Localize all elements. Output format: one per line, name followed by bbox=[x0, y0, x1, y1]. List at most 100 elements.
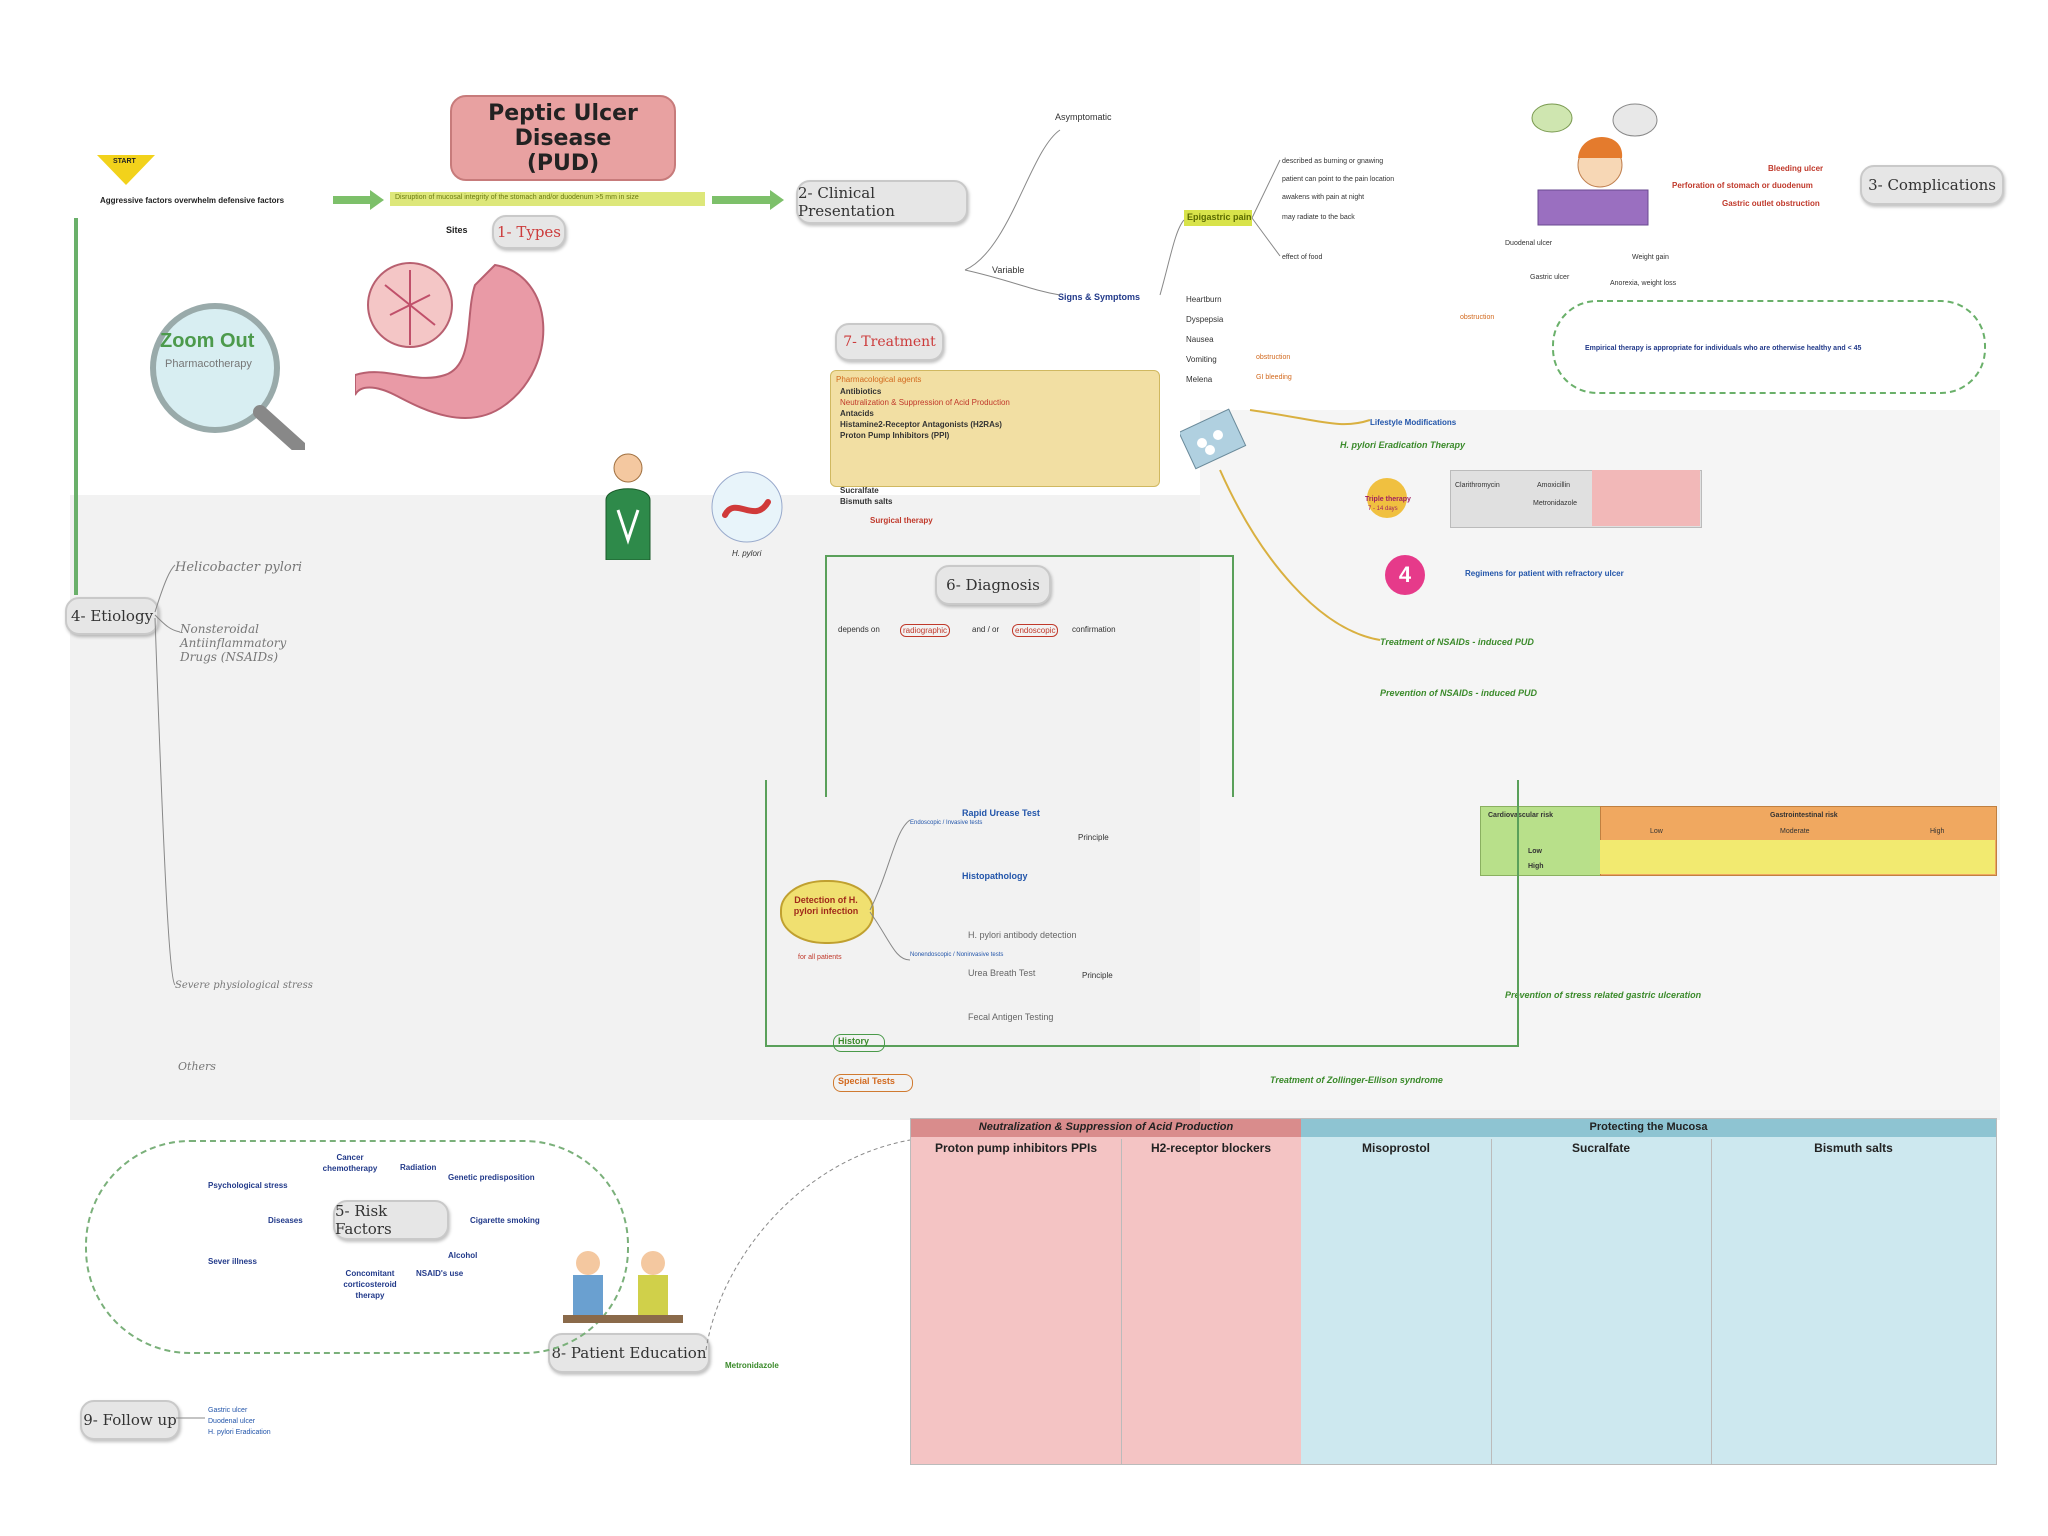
breath-test-label: Urea Breath Test bbox=[968, 968, 1036, 978]
node-types[interactable]: 1- Types bbox=[492, 215, 566, 249]
symptom-heartburn: Heartburn bbox=[1186, 295, 1222, 304]
note-gi-bleeding: GI bleeding bbox=[1256, 374, 1292, 381]
consultation-illustration bbox=[558, 1245, 688, 1330]
arrow-2 bbox=[712, 196, 772, 204]
cv-head-left: Cardiovascular risk bbox=[1488, 812, 1553, 819]
followup-gastric: Gastric ulcer bbox=[208, 1407, 248, 1414]
node-diagnosis[interactable]: 6- Diagnosis bbox=[935, 565, 1051, 605]
history-badge[interactable] bbox=[833, 1034, 885, 1052]
node-clinical-presentation[interactable]: 2- Clinical Presentation bbox=[796, 180, 968, 224]
treatment-item-antacids: Antacids bbox=[840, 409, 874, 418]
amoxicillin-label: Amoxicillin bbox=[1537, 482, 1571, 489]
cv-row-low: Low bbox=[1528, 848, 1542, 855]
triple-therapy-label: Triple therapy bbox=[1365, 496, 1411, 503]
stomach-illustration bbox=[354, 255, 565, 435]
complication-3: Gastric outlet obstruction bbox=[1722, 199, 1820, 208]
bacteria-icon bbox=[710, 470, 785, 545]
hpylori-caption: H. pylori bbox=[732, 549, 762, 558]
histopathology-label: Histopathology bbox=[962, 871, 1028, 881]
signs-symptoms-label: Signs & Symptoms bbox=[1058, 292, 1141, 302]
nonendoscopic-tests-label: Nonendoscopic / Noninvasive tests bbox=[910, 952, 1004, 958]
triple-therapy-badge bbox=[1367, 478, 1407, 518]
diagnosis-outline-top bbox=[825, 555, 1234, 797]
asymptomatic-label: Asymptomatic bbox=[1055, 112, 1112, 122]
node-etiology[interactable]: 4- Etiology bbox=[65, 597, 159, 635]
risk-cancer-chemo: Cancer chemotherapy bbox=[322, 1153, 378, 1173]
node-risk-factors[interactable]: 5- Risk Factors bbox=[333, 1200, 449, 1240]
zoom-out-label: Zoom Out bbox=[160, 330, 255, 352]
epigastric-pain-box bbox=[1184, 210, 1252, 226]
disruption-box bbox=[390, 192, 705, 206]
drug-col-h2: H2-receptor blockers bbox=[1150, 1141, 1272, 1155]
note-obstruction-2: obstruction bbox=[1256, 354, 1291, 361]
complication-2: Perforation of stomach or duodenum bbox=[1672, 181, 1813, 190]
principle-label-1: Principle bbox=[1078, 833, 1109, 842]
risk-radiation: Radiation bbox=[400, 1163, 437, 1172]
diagnosis-endoscopic: endoscopic bbox=[1012, 624, 1059, 637]
hpylori-therapy-label: H. pylori Eradication Therapy bbox=[1340, 440, 1466, 450]
cv-head-right: Gastrointestinal risk bbox=[1770, 812, 1838, 819]
refractory-icon: 4 bbox=[1385, 555, 1425, 595]
empirical-text: Empirical therapy is appropriate for ind… bbox=[1585, 345, 1862, 352]
principle-label-2: Principle bbox=[1082, 971, 1113, 980]
node-complications[interactable]: 3- Complications bbox=[1860, 165, 2004, 205]
clarithromycin-label: Clarithromycin bbox=[1455, 482, 1500, 489]
risk-diseases: Diseases bbox=[268, 1216, 303, 1225]
treatment-item-neutralization: Neutralization & Suppression of Acid Pro… bbox=[840, 398, 1010, 407]
detection-label: Detection of H. pylori infection bbox=[793, 895, 859, 916]
variable-label: Variable bbox=[992, 265, 1025, 275]
cv-col-low: Low bbox=[1650, 828, 1663, 835]
endoscopic-tests-label: Endoscopic / Invasive tests bbox=[910, 820, 983, 826]
epigastric-detail-1: described as burning or gnawing bbox=[1282, 158, 1384, 165]
treatment-item-h2ras: Histamine2-Receptor Antagonists (H2RAs) bbox=[840, 420, 1002, 429]
risk-alcohol: Alcohol bbox=[448, 1251, 478, 1260]
drug-col-sucralfate: Sucralfate bbox=[1571, 1141, 1631, 1155]
start-marker bbox=[97, 155, 155, 185]
triple-drugs-pink bbox=[1592, 470, 1700, 526]
risk-psych-stress: Psychological stress bbox=[208, 1181, 288, 1190]
zoom-pharmacotherapy-label: Pharmacotherapy bbox=[165, 358, 252, 370]
surgical-therapy-label: Surgical therapy bbox=[870, 516, 933, 525]
node-treatment[interactable]: 7- Treatment bbox=[835, 323, 944, 361]
risk-smoking: Cigarette smoking bbox=[470, 1216, 540, 1225]
drug-col-ppi: Proton pump inhibitors PPIs bbox=[935, 1141, 1097, 1155]
arrowhead-2 bbox=[770, 190, 784, 210]
stress-prevention-label: Prevention of stress related gastric ulc… bbox=[1505, 990, 1702, 1000]
detection-for-all: for all patients bbox=[798, 954, 842, 961]
weight-gain-label: Weight gain bbox=[1632, 254, 1669, 261]
history-label: History bbox=[838, 1036, 870, 1046]
doctor-icon bbox=[598, 450, 658, 561]
drug-table: Neutralization & Suppression of Acid Pro… bbox=[910, 1118, 1997, 1465]
symptom-melena: Melena bbox=[1186, 375, 1213, 384]
cv-risk-table: Cardiovascular risk Gastrointestinal ris… bbox=[1480, 806, 1997, 876]
epigastric-detail-3: awakens with pain at night bbox=[1282, 194, 1365, 201]
symptom-dyspepsia: Dyspepsia bbox=[1186, 315, 1224, 324]
complication-1: Bleeding ulcer bbox=[1768, 164, 1824, 173]
followup-hpylori: H. pylori Eradication bbox=[208, 1429, 271, 1436]
special-tests-badge[interactable] bbox=[833, 1074, 913, 1092]
detection-bubble bbox=[780, 880, 874, 944]
etiology-hpylori: Helicobacter pylori bbox=[175, 560, 303, 575]
magnifier-icon[interactable] bbox=[140, 300, 307, 455]
fecal-antigen-label: Fecal Antigen Testing bbox=[968, 1012, 1054, 1022]
etiology-others: Others bbox=[178, 1060, 216, 1073]
diagnosis-depends: depends on bbox=[838, 625, 880, 634]
diagnosis-outline-bottom bbox=[765, 780, 1519, 1047]
refractory-regimens-label: Regimens for patient with refractory ulc… bbox=[1465, 569, 1624, 578]
drug-group-protecting: Protecting the Mucosa bbox=[1589, 1121, 1708, 1133]
cv-col-moderate: Moderate bbox=[1780, 828, 1810, 835]
metronidazole-label: Metronidazole bbox=[1533, 500, 1577, 507]
epigastric-detail-5: effect of food bbox=[1282, 254, 1323, 261]
etiology-nsaids: Nonsteroidal Antiinflammatory Drugs (NSA… bbox=[180, 622, 287, 664]
arrowhead-1 bbox=[370, 190, 384, 210]
aggressive-factors-text: Aggressive factors overwhelm defensive f… bbox=[100, 196, 285, 205]
treatment-item-bismuth: Bismuth salts bbox=[840, 497, 893, 506]
start-label: START bbox=[113, 158, 136, 165]
treatment-box bbox=[830, 370, 1160, 487]
cv-row-high: High bbox=[1528, 863, 1544, 870]
epigastric-detail-2: patient can point to the pain location bbox=[1282, 176, 1395, 183]
pill-pack-icon bbox=[1178, 405, 1250, 475]
cv-col-high: High bbox=[1930, 828, 1945, 835]
triple-days-label: 7 - 14 days bbox=[1368, 506, 1398, 512]
node-follow-up[interactable]: 9- Follow up bbox=[80, 1400, 180, 1440]
